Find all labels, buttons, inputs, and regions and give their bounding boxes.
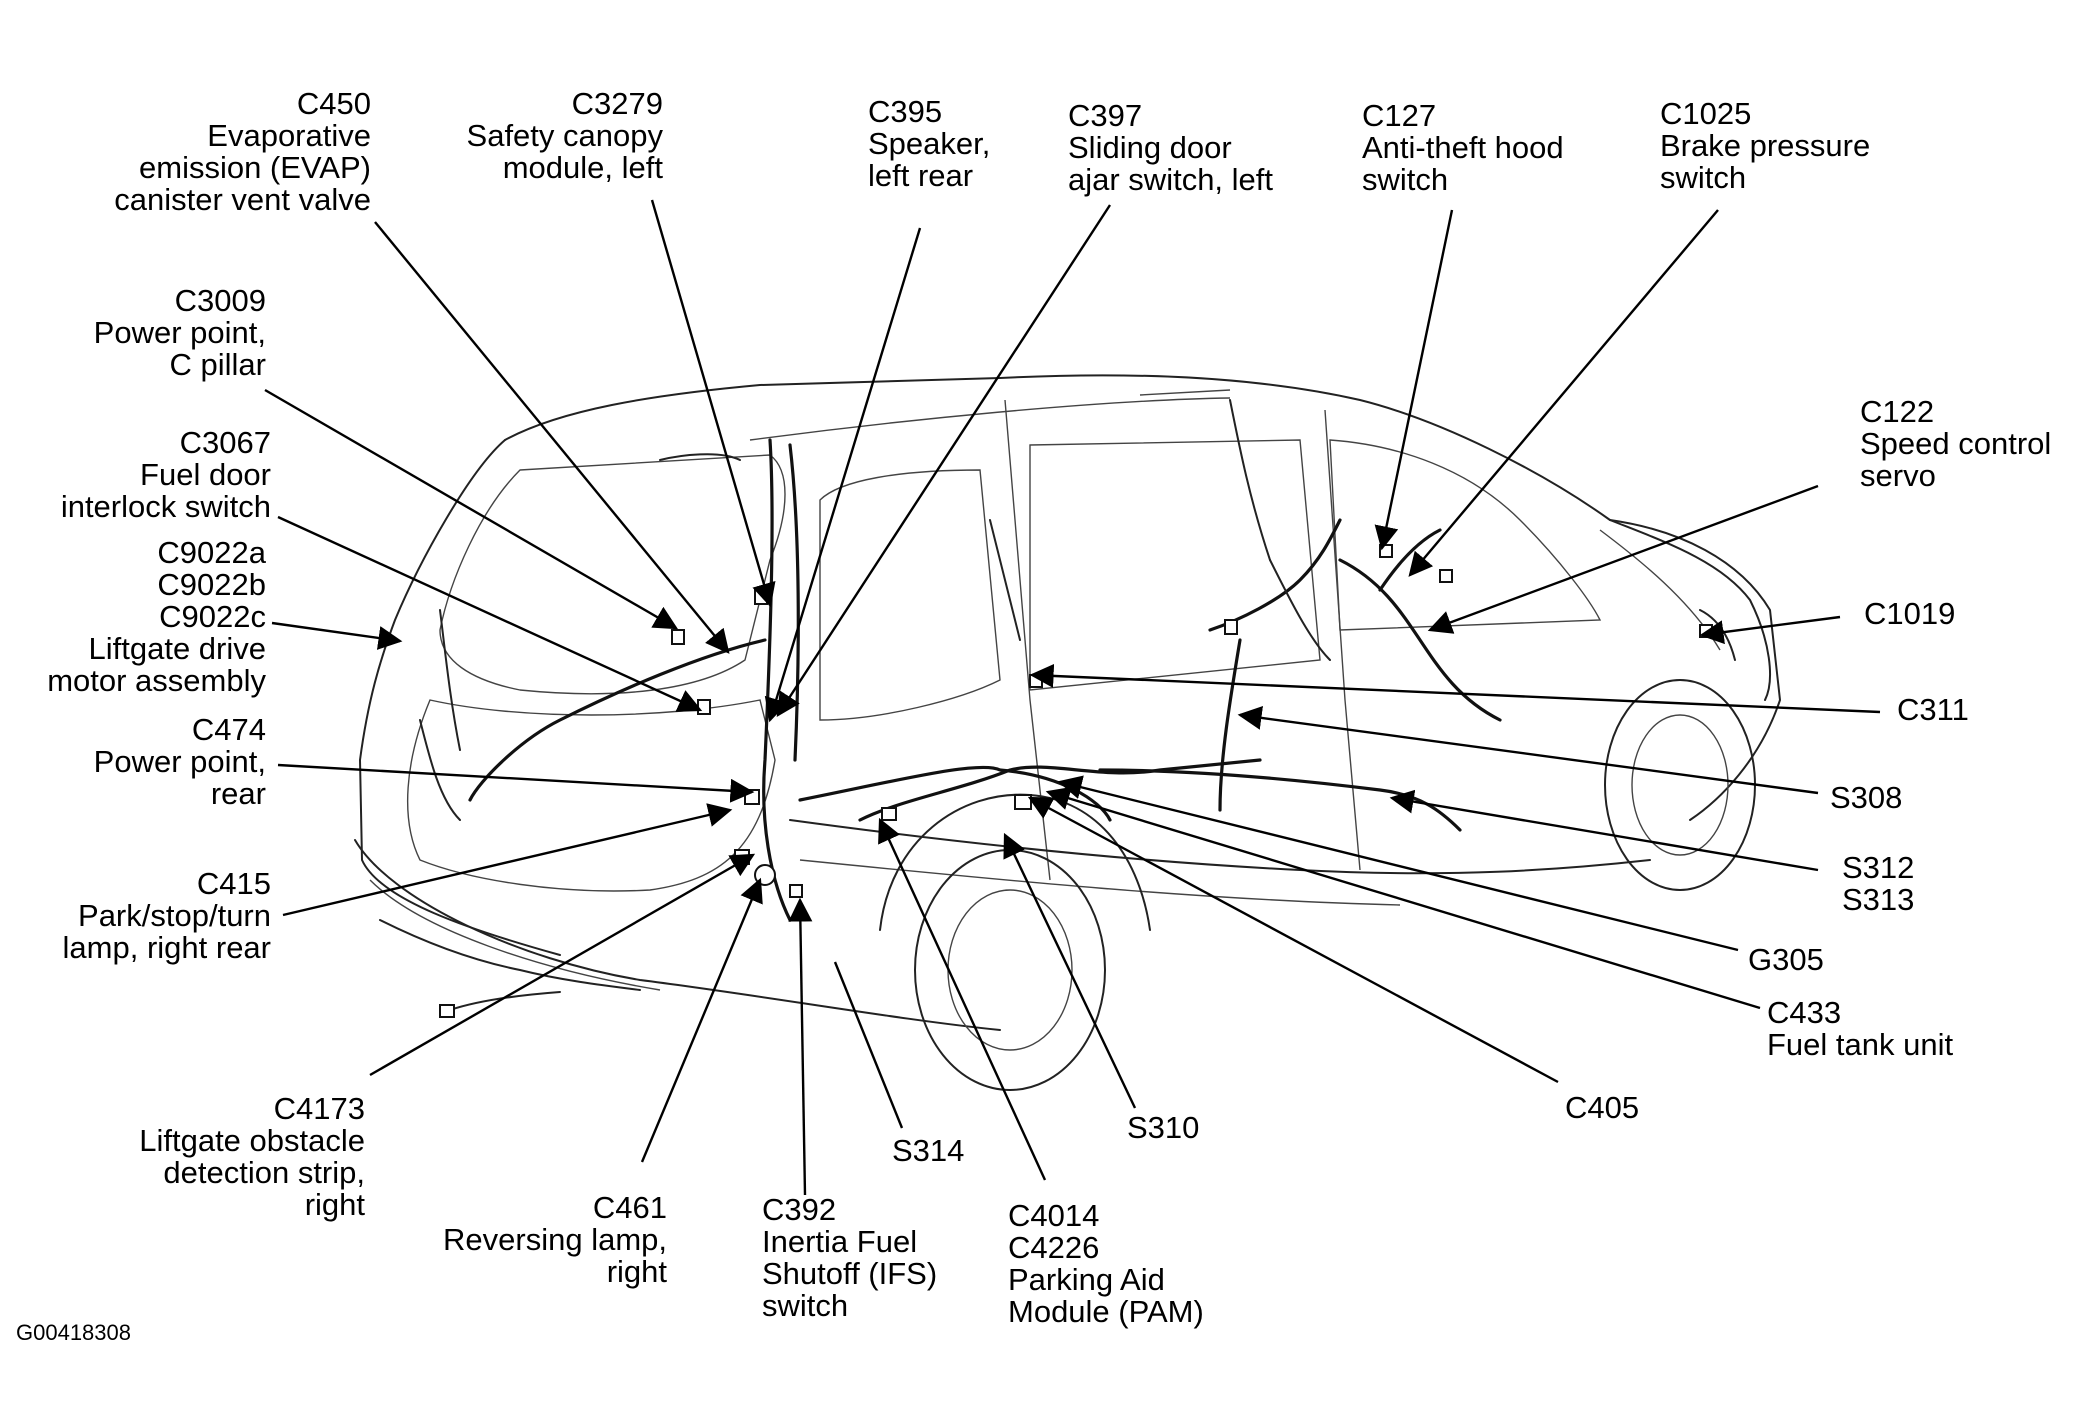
leader-c1019 xyxy=(1699,615,1841,645)
leader-c395 xyxy=(764,227,922,723)
leader-c4014 xyxy=(878,817,1047,1181)
leader-s308 xyxy=(1237,705,1819,795)
leader-g305 xyxy=(1057,775,1739,952)
drawing-code: G00418308 xyxy=(16,1320,131,1345)
label-s308: S308 xyxy=(1830,780,1903,815)
label-s314: S314 xyxy=(892,1133,965,1168)
label-c311: C311 xyxy=(1897,692,1969,727)
label-c1019: C1019 xyxy=(1864,596,1956,631)
leader-lines xyxy=(264,199,1881,1196)
leader-c397 xyxy=(776,204,1112,718)
leader-c450 xyxy=(374,221,730,654)
leader-c405 xyxy=(1027,796,1559,1084)
leader-c392 xyxy=(788,897,813,1196)
leader-c4173 xyxy=(369,853,756,1077)
leader-s312 xyxy=(1389,789,1819,872)
label-s310: S310 xyxy=(1127,1110,1200,1145)
leader-c9022 xyxy=(271,621,403,650)
leader-c3067 xyxy=(277,515,703,712)
leader-c122 xyxy=(1427,484,1819,634)
leader-c127 xyxy=(1374,209,1454,551)
leader-c311 xyxy=(1029,663,1881,714)
leader-c415 xyxy=(282,803,733,917)
leader-s310 xyxy=(1003,832,1137,1109)
leader-c3009 xyxy=(264,388,679,630)
leader-s314 xyxy=(833,961,904,1129)
vehicle-body xyxy=(354,374,1781,1091)
leader-c461 xyxy=(640,877,763,1163)
leader-c3279 xyxy=(650,199,776,608)
leader-c474 xyxy=(277,763,755,803)
label-c405: C405 xyxy=(1565,1090,1640,1125)
label-g305: G305 xyxy=(1748,942,1824,977)
leader-c1025 xyxy=(1408,209,1719,577)
leader-c433 xyxy=(1045,786,1761,1010)
connectors xyxy=(439,544,1713,1018)
